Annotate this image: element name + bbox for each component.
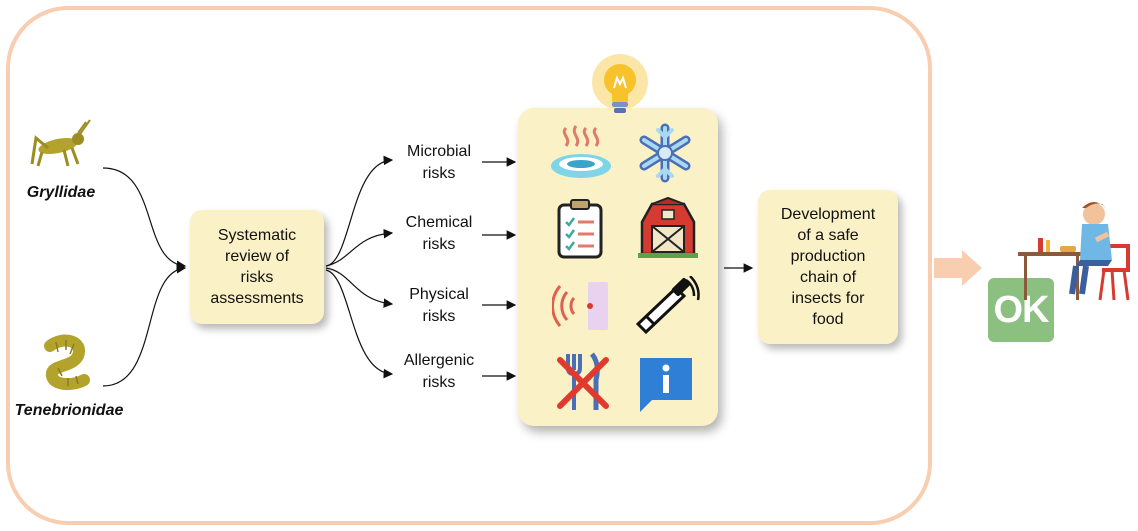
arrow-outcome-to-result bbox=[934, 250, 982, 286]
arrow-review-to-physical bbox=[325, 267, 394, 308]
safe-production-chain-box: Development of a safe production chain o… bbox=[758, 190, 898, 344]
arrow-review-to-microbial bbox=[325, 155, 394, 267]
diagram-frame bbox=[6, 6, 932, 525]
insect-label-gryllidae: Gryllidae bbox=[26, 184, 96, 201]
risk-label-chemical: Chemical risks bbox=[405, 214, 473, 253]
risk-label-allergenic: Allergenic risks bbox=[403, 352, 475, 391]
ok-badge: OK bbox=[988, 278, 1054, 342]
systematic-review-box: Systematic review of risks assessments bbox=[190, 210, 324, 324]
risk-label-physical: Physical risks bbox=[409, 286, 469, 325]
mealworm-icon bbox=[44, 334, 90, 391]
metal-detector-wand-icon bbox=[635, 276, 700, 334]
lightbulb-icon bbox=[592, 54, 648, 113]
risk-label-microbial: Microbial risks bbox=[406, 143, 471, 182]
arrow-review-to-chemical bbox=[325, 228, 394, 267]
information-label-icon bbox=[640, 358, 692, 412]
freezing-snowflake-icon bbox=[639, 123, 691, 183]
x-ray-detector-icon bbox=[552, 282, 608, 330]
heat-treatment-icon bbox=[551, 125, 611, 178]
person-eating-at-table-icon bbox=[1018, 202, 1130, 301]
cricket-icon bbox=[30, 119, 91, 167]
insect-label-tenebrionidae: Tenebrionidae bbox=[14, 402, 124, 419]
checklist-clipboard-icon bbox=[557, 199, 603, 259]
arrow-tenebrionidae-to-review bbox=[102, 263, 187, 387]
arrow-gryllidae-to-review bbox=[102, 167, 187, 271]
crossed-fork-knife-icon bbox=[557, 352, 609, 410]
arrow-review-to-allergenic bbox=[325, 269, 394, 379]
barn-farm-icon bbox=[638, 196, 698, 258]
